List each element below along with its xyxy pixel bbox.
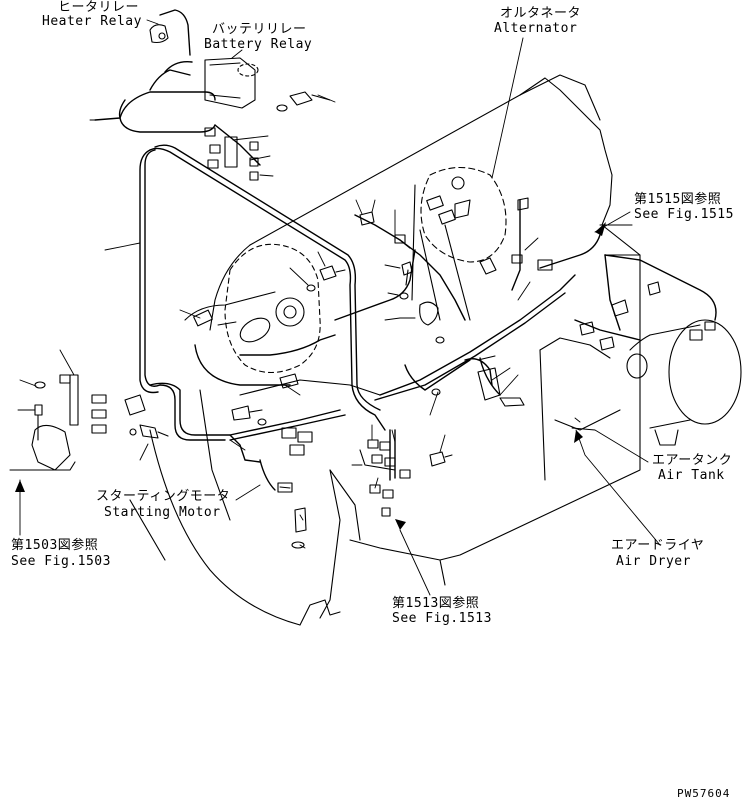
air-tank-body: [626, 319, 742, 446]
fig-1503-label-en: See Fig.1503: [11, 554, 111, 569]
air-tank-label-jp: エアータンク: [652, 453, 733, 468]
fig-1503-label-jp: 第1503図参照: [11, 538, 99, 553]
starting-motor-body: [184, 243, 321, 374]
engine-block-outline: [129, 74, 641, 626]
alternator-label-jp: オルタネータ: [500, 6, 582, 21]
starting-motor-label-en: Starting Motor: [104, 505, 221, 520]
battery-relay-label-en: Battery Relay: [204, 37, 313, 52]
starting-motor-label-jp: スターティングモータ: [96, 489, 231, 504]
arrow-1513: [395, 519, 406, 530]
alternator-body: [411, 167, 507, 321]
fig-1515-label-en: See Fig.1515: [634, 207, 734, 222]
arrow-1515: [595, 222, 606, 236]
fig-1513-label-jp: 第1513図参照: [392, 596, 480, 611]
drawing-number: PW57604: [677, 787, 731, 800]
connectors: [9, 24, 716, 549]
arrow-1503: [15, 480, 25, 492]
air-dryer-label-en: Air Dryer: [616, 554, 691, 569]
battery-relay-label-jp: バッテリリレー: [212, 22, 307, 37]
fig-1515-label-jp: 第1515図参照: [634, 192, 722, 207]
air-tank-label-en: Air Tank: [658, 468, 725, 483]
arrow-air-dryer: [574, 430, 583, 443]
air-dryer-label-jp: エアードライヤ: [611, 538, 705, 553]
heater-relay-label-en: Heater Relay: [42, 14, 142, 29]
reference-arrows: [15, 222, 606, 530]
alternator-label-en: Alternator: [494, 21, 578, 36]
wiring-harness: [94, 9, 717, 491]
leader-lines: [17, 19, 661, 596]
heater-relay-label-jp: ヒータリレー: [58, 0, 140, 15]
fig-1513-label-en: See Fig.1513: [392, 611, 492, 626]
